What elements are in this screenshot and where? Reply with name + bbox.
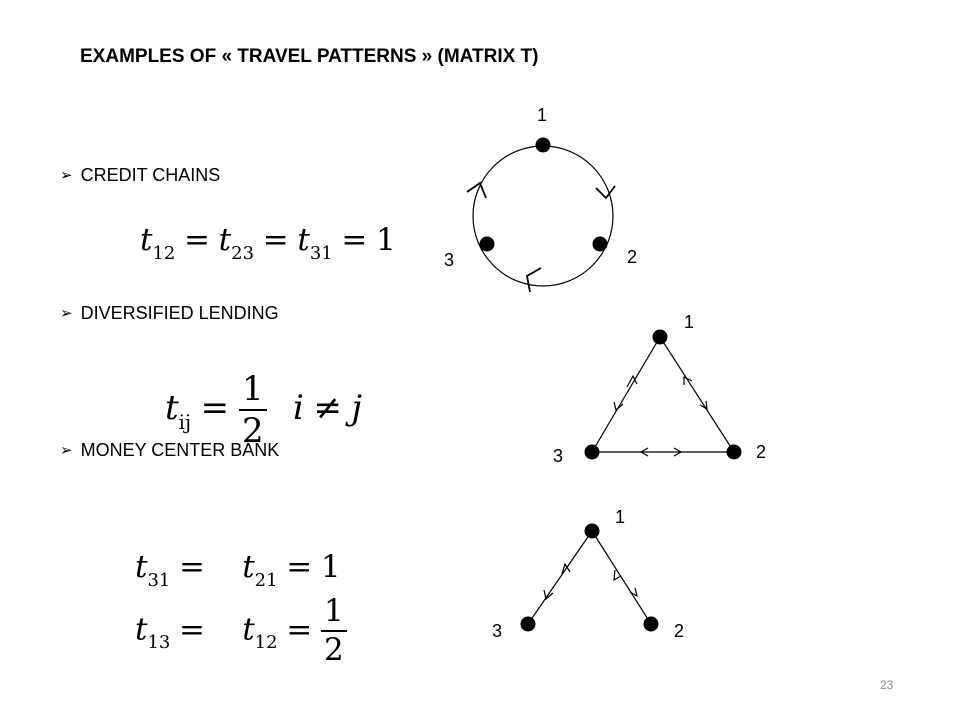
arrow-2-to-3 [525,267,542,293]
bullet-label: DIVERSIFIED LENDING [80,303,279,323]
edge-1-3 [591,336,661,453]
money-node-2 [643,616,659,632]
arrow-3-to-1 [561,562,571,575]
math-equals: = [262,222,289,258]
arrow-3-to-2 [673,447,683,457]
money-label-2: 2 [674,621,684,641]
diversified-node-1 [652,329,668,345]
fraction-numerator: 1 [242,369,264,409]
diversified-label-1: 1 [684,312,694,332]
math-subscript: 13 [147,632,171,654]
math-subscript: ij [178,410,192,434]
fraction-numerator: 1 [323,593,344,629]
bullet-credit-chains: ➢ CREDIT CHAINS [60,165,220,186]
arrow-1-to-2 [595,185,616,200]
math-subscript: 31 [309,242,333,264]
diversified-label-3: 3 [553,446,563,466]
math-value: 1 [376,222,396,258]
math-var: t [242,611,255,648]
math-var: t [165,388,179,428]
math-equals: = [286,549,313,585]
credit-chain-diagram [466,145,616,293]
fraction-denominator: 2 [242,411,264,451]
diversified-node-3 [584,444,600,460]
bullet-label: MONEY CENTER BANK [80,440,280,460]
arrowhead-bullet-icon: ➢ [60,167,73,184]
credit-chain-cycle [472,145,614,287]
math-subscript: 21 [254,569,278,591]
arrow-3-to-1 [466,181,487,199]
money-node-3 [520,616,536,632]
slide-title: EXAMPLES OF « TRAVEL PATTERNS » (MATRIX … [80,46,539,67]
credit-label-1: 1 [537,105,547,125]
arrow-1-to-3 [543,589,554,601]
money-label-1: 1 [615,507,625,527]
arrow-1-to-2 [699,400,708,411]
edge-1-3 [527,530,593,625]
arrowhead-bullet-icon: ➢ [60,442,73,459]
math-var: i [293,388,304,428]
math-var: t [218,222,232,258]
math-equals: = [286,611,313,648]
math-not-equal: ≠ [313,388,342,428]
math-equals: = [184,222,210,258]
arrow-2-to-3 [639,447,649,457]
math-subscript: 23 [231,242,255,264]
credit-label-2: 2 [627,247,637,267]
math-var: t [297,222,310,258]
fraction-bar [238,409,268,411]
math-var: j [351,388,362,428]
credit-node-2 [592,236,608,252]
math-equals: = [341,222,368,258]
diversified-node-2 [726,444,742,460]
math-value: 1 [320,549,341,585]
credit-label-3: 3 [444,250,454,270]
arrow-1-to-2 [629,587,638,598]
edge-1-2 [659,336,735,453]
arrow-1-to-3 [613,401,624,412]
math-var: t [135,549,148,585]
page-number: 23 [880,678,894,692]
edge-1-2 [591,530,652,625]
money-center-diagram [527,530,652,625]
diversified-label-2: 2 [756,442,766,462]
bullet-money-center-bank: ➢ MONEY CENTER BANK [60,440,279,461]
formula-credit-chain: t12=t23=t31=1 [140,222,396,264]
fraction-bar [320,630,347,632]
arrowhead-bullet-icon: ➢ [60,305,73,322]
math-equals: = [200,388,230,428]
math-subscript: 12 [254,632,278,654]
diversified-diagram [591,336,735,457]
arrow-2-to-1 [683,376,693,385]
math-var: t [140,222,153,258]
math-subscript: 12 [152,242,176,264]
arrow-2-to-1 [613,569,622,582]
math-equals: = [179,611,205,648]
math-equals: = [179,549,205,585]
bullet-diversified-lending: ➢ DIVERSIFIED LENDING [60,303,279,324]
formula-money-center-1: t31=t21=1 [135,549,341,591]
credit-node-3 [479,236,495,252]
fraction-denominator: 2 [323,632,344,668]
money-node-1 [584,523,600,539]
money-label-3: 3 [492,621,502,641]
math-var: t [135,611,148,648]
math-var: t [242,549,255,585]
arrow-3-to-1 [626,374,638,388]
bullet-label: CREDIT CHAINS [80,165,221,185]
math-subscript: 31 [147,569,171,591]
credit-node-1 [535,137,551,153]
